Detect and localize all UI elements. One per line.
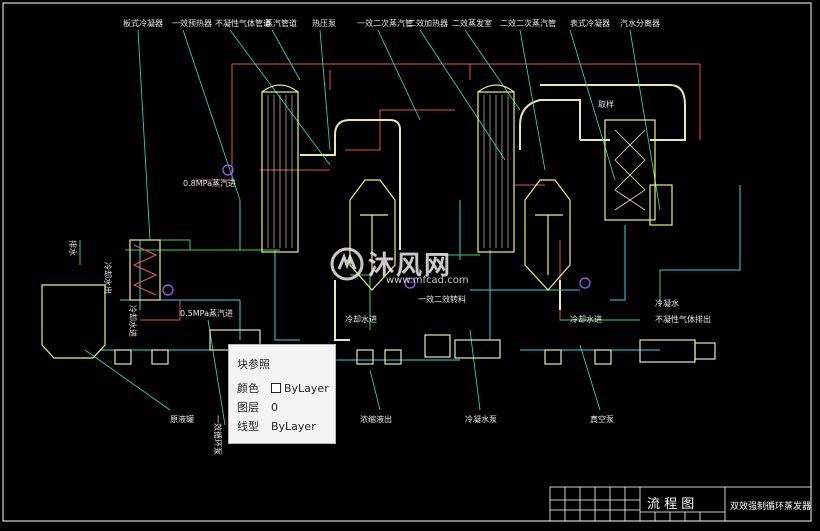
label-effect2-separator: 二效蒸发室	[452, 18, 492, 28]
label-cooling-water-in-1: 冷却水进	[128, 305, 138, 337]
label-steam-inlet-1: 0.8MPa蒸汽进	[183, 178, 236, 188]
tooltip-row-layer: 图层 0	[237, 399, 278, 415]
title-block	[549, 486, 812, 522]
tooltip-row-color: 颜色 ByLayer	[237, 380, 329, 396]
label-effect2-heater: 二效加热器	[408, 18, 448, 28]
effect2-separator	[524, 179, 571, 291]
label-noncondensable-pipe: 不凝性气体管道	[215, 18, 271, 28]
tooltip-color-label: 颜色	[237, 382, 259, 395]
label-feed-tank: 原液罐	[170, 414, 194, 424]
tooltip-row-linetype: 线型 ByLayer	[237, 418, 316, 434]
label-effect1-2-feed: 一效二效转料	[418, 294, 466, 304]
label-gas-liquid-separator: 汽水分离器	[620, 18, 660, 28]
effect2-heater	[477, 91, 515, 253]
label-plate-condenser: 板式冷凝器	[123, 18, 163, 28]
title-block-title: 流 程 图	[647, 497, 694, 512]
label-effect1-pump: 一效循环泵	[213, 415, 223, 455]
plate-condenser	[129, 239, 161, 301]
label-effect1-2-vapor-pipe: 一效二次蒸汽管	[357, 18, 413, 28]
watermark-brand: 沐风网	[368, 251, 453, 281]
gas-liquid-separator	[649, 184, 673, 226]
watermark-url: www.mfcad.com	[386, 275, 469, 286]
label-effect2-vapor-pipe: 二效二次蒸汽管	[500, 18, 556, 28]
drawing-labels: 板式冷凝器 一效预热器 不凝性气体管道 蒸汽管道 热压泵 一效二次蒸汽管 二效加…	[68, 18, 711, 455]
label-condensate-pump: 冷凝水泵	[465, 414, 497, 424]
label-vacuum-pump: 真空泵	[590, 414, 614, 424]
surface-condenser	[604, 119, 656, 221]
feed-tank	[41, 284, 106, 359]
watermark-logo-icon	[330, 247, 364, 281]
watermark: 沐风网 www.mfcad.com	[330, 245, 490, 291]
label-condensate-water: 冷凝水	[655, 298, 679, 308]
equipment	[41, 84, 716, 365]
label-surface-condenser: 表式冷凝器	[570, 18, 610, 28]
vapor-lines	[300, 84, 686, 341]
color-swatch-icon	[271, 383, 281, 393]
tooltip-layer-value: 0	[271, 401, 278, 414]
label-steam-inlet-2: 0.5MPa蒸汽进	[180, 308, 233, 318]
tooltip-linetype-value: ByLayer	[271, 420, 316, 433]
label-cooling-water-out: 冷却水出	[103, 262, 113, 294]
gauges	[162, 164, 591, 296]
tooltip-title: 块参照	[237, 358, 270, 371]
title-block-drawing-name: 双效强制循环蒸发器	[730, 500, 811, 512]
label-preheater-1: 一效预热器	[172, 18, 212, 28]
label-steam-pipe: 蒸汽管道	[265, 18, 297, 28]
pumps	[114, 329, 716, 365]
drawing-frame	[2, 2, 812, 522]
block-reference-tooltip: 块参照 颜色 ByLayer 图层 0 线型 ByLayer	[228, 344, 336, 444]
label-water-drain: 排水	[68, 240, 78, 256]
tooltip-color-value: ByLayer	[284, 382, 329, 395]
label-cooling-water-in-2: 冷却水进	[345, 314, 377, 324]
label-sampling: 取样	[598, 99, 614, 109]
tooltip-linetype-label: 线型	[237, 420, 259, 433]
label-thermocompressor: 热压泵	[312, 18, 336, 28]
label-noncondensable-out: 不凝性气体排出	[655, 314, 711, 324]
label-concentrate-out: 浓缩液出	[360, 414, 392, 424]
effect1-heater	[261, 91, 299, 253]
label-cooling-water-in-3: 冷却水进	[570, 314, 602, 324]
tooltip-layer-label: 图层	[237, 401, 259, 414]
